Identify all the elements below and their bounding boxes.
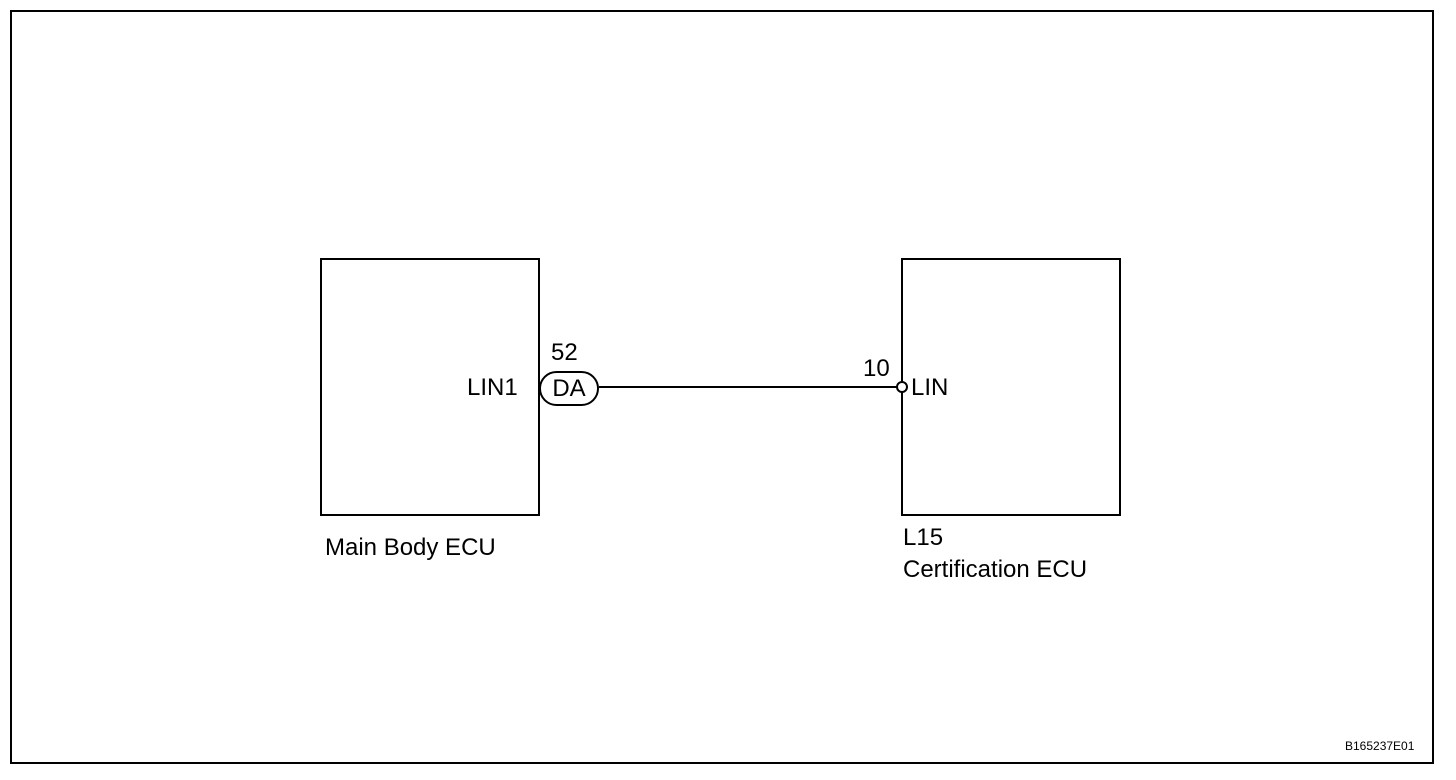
main-body-ecu-pin-label: LIN1 (467, 374, 518, 401)
main-body-ecu-box (320, 258, 540, 516)
certification-ecu-connector-id: L15 (903, 524, 944, 551)
connector-da: DA (539, 371, 599, 406)
terminal-circle (896, 381, 908, 393)
main-body-ecu-name: Main Body ECU (325, 534, 496, 561)
certification-ecu-box (901, 258, 1121, 516)
certification-ecu-name: Certification ECU (903, 556, 1088, 583)
figure-id: B165237E01 (1345, 739, 1415, 753)
lin-wire (599, 386, 898, 388)
main-body-ecu-pin-number: 52 (551, 339, 578, 366)
certification-ecu-pin-label: LIN (911, 374, 949, 401)
diagram-frame (10, 10, 1434, 764)
certification-ecu-pin-number: 10 (863, 355, 890, 382)
